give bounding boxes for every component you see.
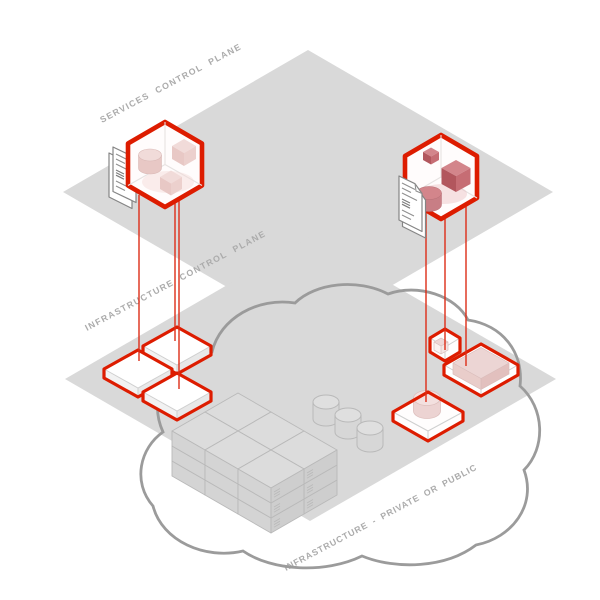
cylinder-icon <box>413 390 441 419</box>
cube-icon <box>172 139 196 166</box>
database-cylinders <box>312 394 384 453</box>
database-cylinder-icon <box>312 394 340 427</box>
platform-cylinder-node <box>391 390 465 443</box>
platform-slab-node <box>442 342 520 398</box>
services-hexagon-node <box>125 119 205 210</box>
database-cylinder-icon <box>356 420 384 453</box>
services-plane-surface <box>63 50 553 334</box>
cylinder-icon <box>138 148 162 175</box>
cube-icon <box>160 170 182 196</box>
database-cylinder-icon <box>334 407 362 440</box>
cube-icon <box>441 160 471 192</box>
cube-icon <box>423 147 439 165</box>
server-rack-icon <box>171 392 338 534</box>
manifest-document-icon <box>398 175 427 239</box>
slab-icon <box>452 347 510 390</box>
cloud-outline-icon <box>139 283 542 570</box>
platform-tile-icon <box>102 348 174 399</box>
cube-icon <box>433 337 449 355</box>
connector-lines <box>138 195 467 402</box>
platform-tile-icon <box>141 371 213 422</box>
